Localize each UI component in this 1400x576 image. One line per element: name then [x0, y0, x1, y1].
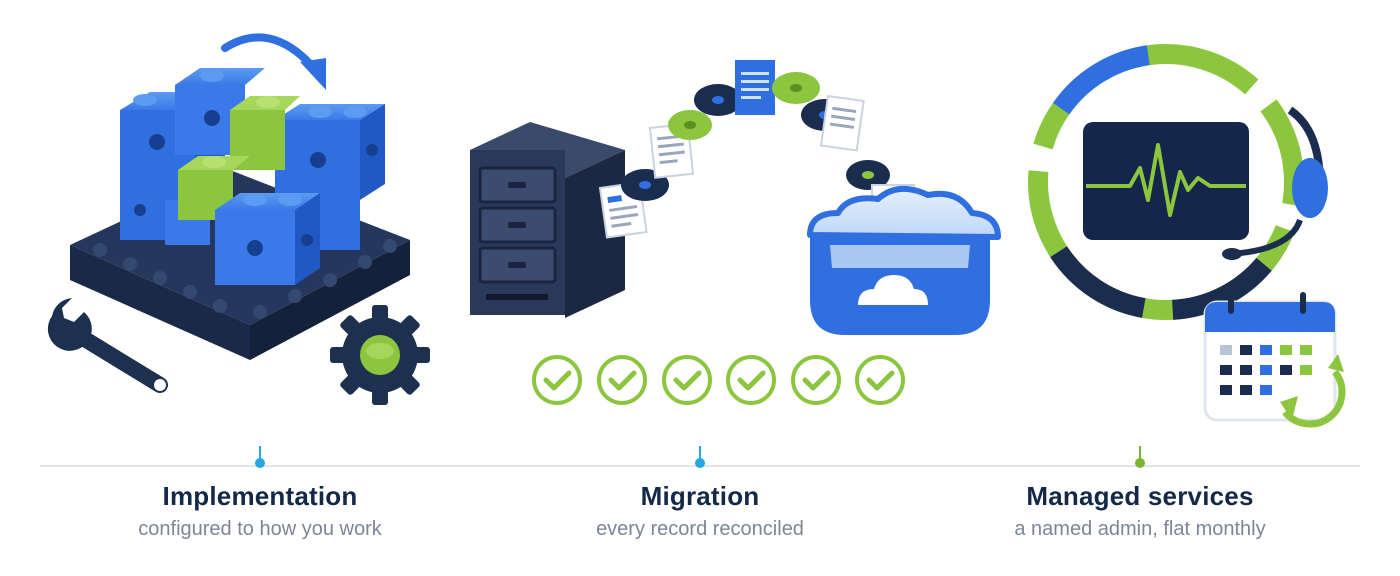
timeline-marker-implementation — [254, 446, 266, 470]
check-icon-2 — [597, 355, 647, 405]
service-migration: Migration every record reconciled — [500, 478, 900, 544]
service-managed-services: Managed services a named admin, flat mon… — [940, 478, 1340, 544]
service-subtitle: configured to how you work — [138, 518, 382, 540]
service-subtitle: a named admin, flat monthly — [1014, 518, 1266, 540]
illustrations — [47, 33, 1346, 428]
service-title: Implementation — [162, 481, 358, 511]
service-title: Managed services — [1026, 481, 1254, 511]
monitoring-support-icon — [1028, 44, 1346, 428]
building-blocks-icon — [47, 33, 430, 405]
service-subtitle: every record reconciled — [596, 518, 804, 540]
data-migration-icon — [470, 60, 1001, 405]
timeline-marker-managed-services — [1134, 446, 1146, 470]
check-icon-4 — [726, 355, 776, 405]
check-icon-3 — [662, 355, 712, 405]
check-icon-6 — [855, 355, 905, 405]
service-implementation: Implementation configured to how you wor… — [60, 478, 460, 544]
check-icon-1 — [532, 355, 582, 405]
timeline-marker-migration — [694, 446, 706, 470]
check-icon-5 — [791, 355, 841, 405]
service-title: Migration — [640, 481, 760, 511]
